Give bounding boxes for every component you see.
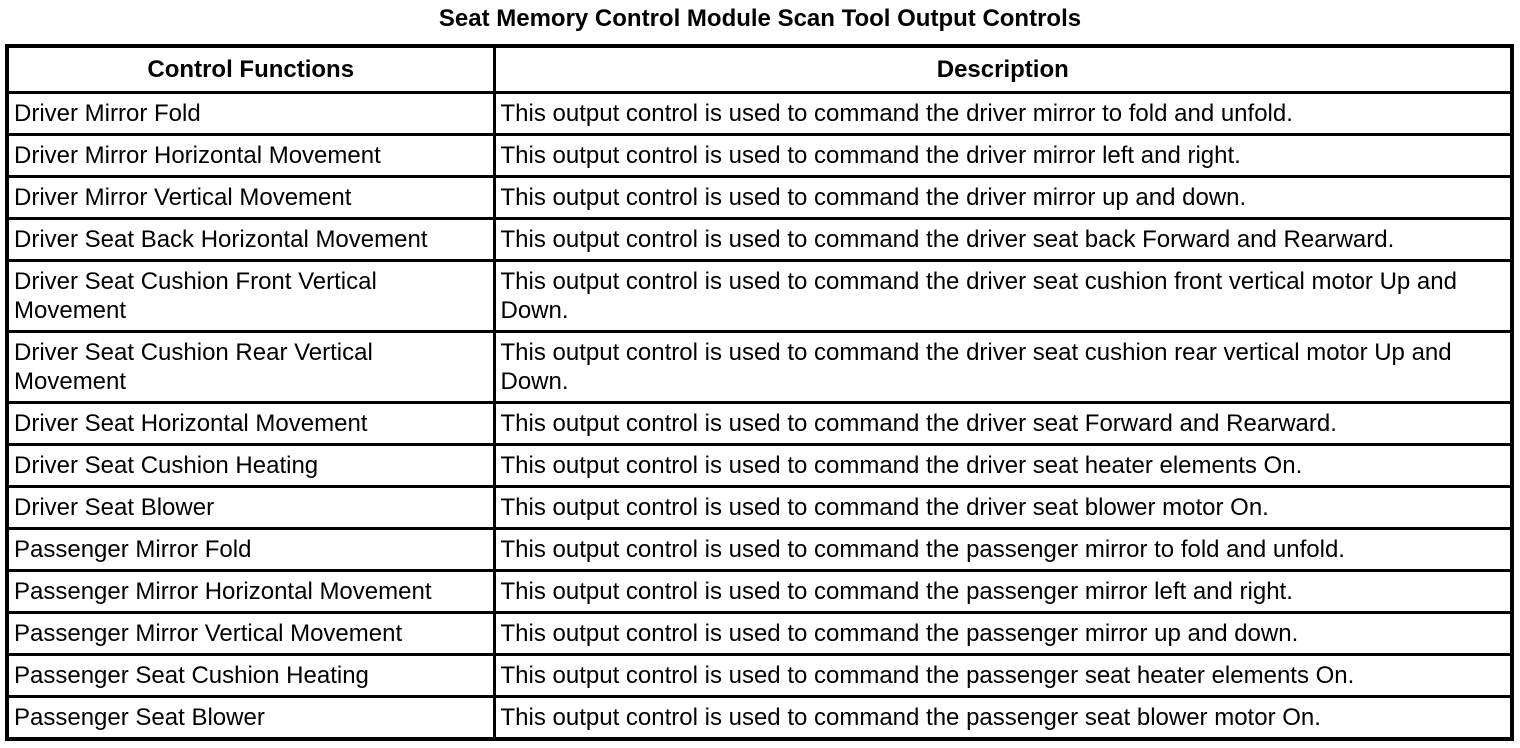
description-cell: This output control is used to command t…: [492, 91, 1514, 136]
control-function-cell: Driver Seat Blower: [5, 485, 496, 530]
description-cell: This output control is used to command t…: [492, 611, 1514, 656]
description-cell: This output control is used to command t…: [492, 485, 1514, 530]
column-header-control-functions: Control Functions: [5, 44, 496, 94]
control-function-cell: Passenger Mirror Vertical Movement: [5, 611, 496, 656]
description-cell: This output control is used to command t…: [492, 527, 1514, 572]
table-row: Passenger Mirror Vertical Movement This …: [5, 611, 1514, 656]
control-function-cell: Passenger Seat Cushion Heating: [5, 653, 496, 698]
header-row: Control Functions Description: [5, 44, 1514, 94]
table-row: Passenger Seat Cushion Heating This outp…: [5, 653, 1514, 698]
description-cell: This output control is used to command t…: [492, 401, 1514, 446]
control-function-cell: Driver Mirror Vertical Movement: [5, 175, 496, 220]
control-function-cell: Driver Seat Horizontal Movement: [5, 401, 496, 446]
description-cell: This output control is used to command t…: [492, 133, 1514, 178]
table-row: Driver Seat Blower This output control i…: [5, 485, 1514, 530]
table-row: Driver Mirror Vertical Movement This out…: [5, 175, 1514, 220]
table-row: Driver Seat Cushion Front Vertical Movem…: [5, 259, 1514, 333]
table-row: Driver Mirror Horizontal Movement This o…: [5, 133, 1514, 178]
table-row: Driver Mirror Fold This output control i…: [5, 91, 1514, 136]
description-cell: This output control is used to command t…: [492, 330, 1514, 404]
table-row: Driver Seat Back Horizontal Movement Thi…: [5, 217, 1514, 262]
table-row: Passenger Mirror Horizontal Movement Thi…: [5, 569, 1514, 614]
control-function-cell: Passenger Seat Blower: [5, 695, 496, 741]
description-cell: This output control is used to command t…: [492, 569, 1514, 614]
control-function-cell: Driver Seat Cushion Rear Vertical Moveme…: [5, 330, 496, 404]
scan-tool-output-controls-table: Control Functions Description Driver Mir…: [5, 44, 1514, 741]
description-cell: This output control is used to command t…: [492, 259, 1514, 333]
control-function-cell: Passenger Mirror Fold: [5, 527, 496, 572]
control-function-cell: Driver Seat Back Horizontal Movement: [5, 217, 496, 262]
table-body: Driver Mirror Fold This output control i…: [5, 91, 1514, 741]
column-header-description: Description: [492, 44, 1514, 94]
table-row: Passenger Mirror Fold This output contro…: [5, 527, 1514, 572]
table-row: Driver Seat Cushion Heating This output …: [5, 443, 1514, 488]
table-row: Driver Seat Cushion Rear Vertical Moveme…: [5, 330, 1514, 404]
control-function-cell: Driver Mirror Fold: [5, 91, 496, 136]
description-cell: This output control is used to command t…: [492, 695, 1514, 741]
page-title: Seat Memory Control Module Scan Tool Out…: [438, 5, 1082, 32]
table-row: Passenger Seat Blower This output contro…: [5, 695, 1514, 741]
description-cell: This output control is used to command t…: [492, 217, 1514, 262]
control-function-cell: Driver Mirror Horizontal Movement: [5, 133, 496, 178]
description-cell: This output control is used to command t…: [492, 175, 1514, 220]
control-function-cell: Passenger Mirror Horizontal Movement: [5, 569, 496, 614]
description-cell: This output control is used to command t…: [492, 443, 1514, 488]
control-function-cell: Driver Seat Cushion Heating: [5, 443, 496, 488]
table-row: Driver Seat Horizontal Movement This out…: [5, 401, 1514, 446]
description-cell: This output control is used to command t…: [492, 653, 1514, 698]
control-function-cell: Driver Seat Cushion Front Vertical Movem…: [5, 259, 496, 333]
